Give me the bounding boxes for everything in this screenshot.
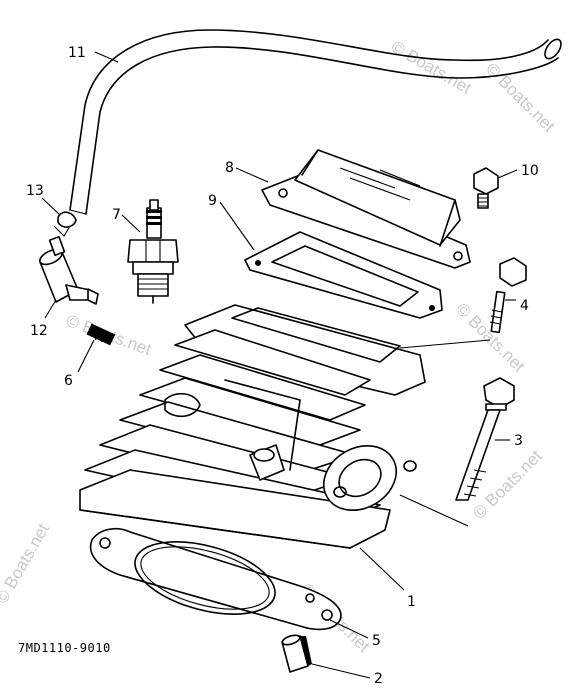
part-5-head-gasket <box>89 527 342 631</box>
part-6-insert <box>86 323 116 346</box>
callout-12: 12 <box>30 323 48 339</box>
callout-7: 7 <box>112 207 121 223</box>
watermark-text: © Boats.net <box>452 299 529 376</box>
part-1-cylinder-head <box>79 304 426 549</box>
callout-10: 10 <box>521 163 539 179</box>
watermark-text: © Boats.net <box>0 520 53 607</box>
part-9-cover-gasket <box>244 231 443 319</box>
callout-1: 1 <box>407 594 416 610</box>
callout-13: 13 <box>26 183 44 199</box>
callout-2: 2 <box>374 671 383 687</box>
part-8-head-cover <box>261 149 471 269</box>
callout-9: 9 <box>208 193 217 209</box>
part-3-bolt <box>455 377 515 501</box>
callout-11: 11 <box>68 45 86 61</box>
part-4-bolt <box>489 257 527 334</box>
callout-6: 6 <box>64 373 73 389</box>
callout-8: 8 <box>225 160 234 176</box>
part-2-dowel <box>281 634 312 673</box>
part-11-hose <box>69 29 562 215</box>
callout-3: 3 <box>514 433 523 449</box>
part-13-clip <box>53 211 77 237</box>
watermark-text: © Boats.net <box>388 37 475 98</box>
part-12-joint <box>39 235 99 305</box>
leader-lines <box>41 51 518 679</box>
callout-5: 5 <box>372 633 381 649</box>
part-7-spark-plug <box>127 199 179 304</box>
watermark-text: © Boats.net <box>482 59 559 136</box>
callout-4: 4 <box>520 298 529 314</box>
part-10-bolt <box>473 167 499 209</box>
callouts: 11 13 7 8 9 10 4 3 12 6 1 5 2 <box>26 45 539 687</box>
part-code: 7MD1110-9010 <box>18 641 111 655</box>
